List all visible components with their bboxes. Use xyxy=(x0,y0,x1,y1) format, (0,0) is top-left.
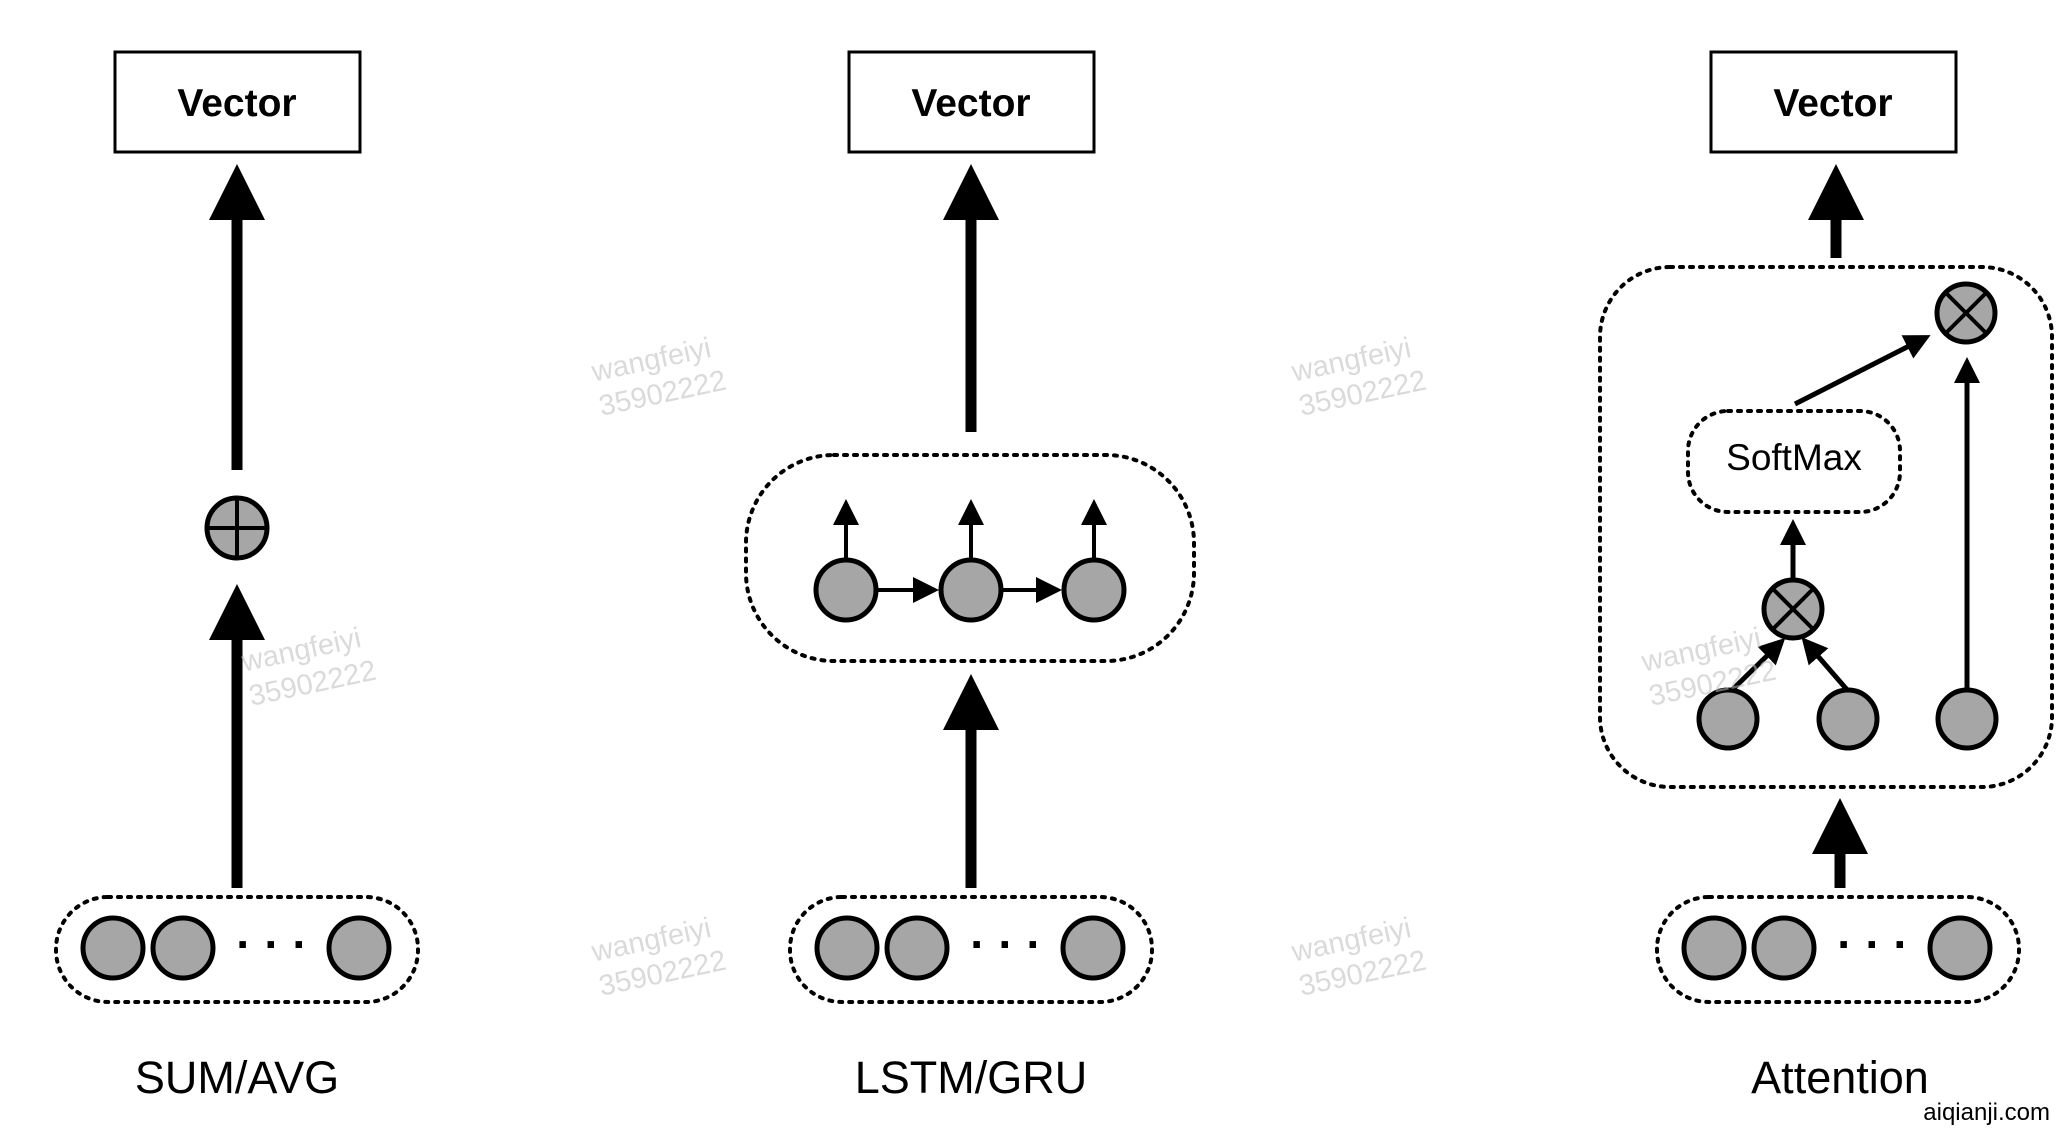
input-group: · · · xyxy=(54,895,420,1004)
input-node xyxy=(814,915,880,981)
input-node xyxy=(150,915,216,981)
vector-label: Vector xyxy=(911,82,1030,125)
vector-label: Vector xyxy=(1773,82,1892,125)
vector-box: Vector xyxy=(113,50,362,154)
rnn-cell xyxy=(813,557,879,623)
vector-box: Vector xyxy=(847,50,1096,154)
rnn-cell xyxy=(938,557,1004,623)
ellipsis: · · · xyxy=(970,918,1042,970)
input-node xyxy=(1060,915,1126,981)
softmax-to-product-arrow xyxy=(1793,335,1931,407)
key-to-score-arrow xyxy=(1801,637,1851,694)
vector-label: Vector xyxy=(177,82,296,125)
input-group: · · · xyxy=(788,895,1154,1004)
input-group: · · · xyxy=(1655,895,2021,1004)
input-node xyxy=(326,915,392,981)
key-node xyxy=(1816,687,1880,751)
rnn-cell xyxy=(1061,557,1127,623)
softmax-box: SoftMax xyxy=(1686,409,1902,514)
circled-times-icon xyxy=(1934,281,1998,345)
panel-sum-avg: Vector · · · SUM/AVG xyxy=(54,50,420,1103)
ellipsis: · · · xyxy=(236,918,308,970)
softmax-label: SoftMax xyxy=(1726,437,1862,478)
site-mark: aiqianji.com xyxy=(1923,1099,2050,1126)
ellipsis: · · · xyxy=(1837,918,1909,970)
input-node xyxy=(1927,915,1993,981)
caption: SUM/AVG xyxy=(135,1052,339,1103)
input-node xyxy=(1681,915,1747,981)
circled-plus-icon xyxy=(204,495,270,561)
panel-attention: Vector SoftMax xyxy=(1598,50,2054,1103)
query-to-score-arrow xyxy=(1728,637,1786,694)
vector-box: Vector xyxy=(1709,50,1958,154)
input-node xyxy=(1751,915,1817,981)
query-node xyxy=(1696,687,1760,751)
rnn-block xyxy=(744,453,1196,663)
circled-times-icon xyxy=(1761,577,1825,641)
value-node xyxy=(1935,687,1999,751)
attention-block: SoftMax xyxy=(1598,265,2054,789)
input-node xyxy=(80,915,146,981)
panel-lstm-gru: Vector · · · LSTM/GRU xyxy=(744,50,1196,1103)
caption: LSTM/GRU xyxy=(855,1052,1088,1103)
watermarks: wangfeiyi 35902222 wangfeiyi 35902222 wa… xyxy=(238,332,1779,1003)
input-node xyxy=(884,915,950,981)
caption: Attention xyxy=(1751,1052,1929,1103)
